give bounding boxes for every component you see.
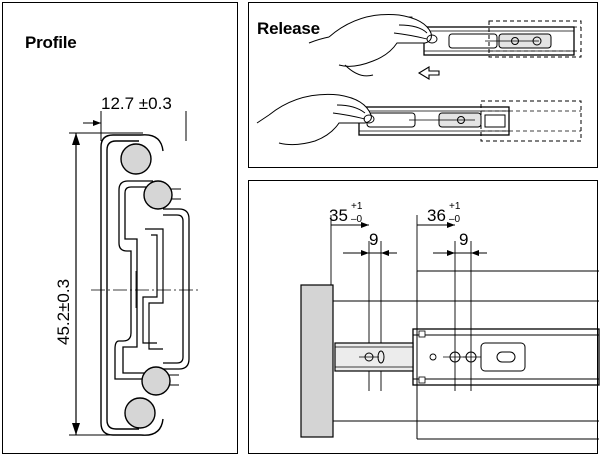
profile-height-dimension: 45.2±0.3 [54,279,73,345]
upper-hand-illustration [308,13,438,77]
mounting-drawing: 35 +1 –0 36 +1 –0 9 9 [300,201,600,440]
release-drawing [256,13,582,146]
profile-width-dimension: 12.7 ±0.3 [101,94,172,113]
profile-drawing: 12.7 ±0.3 45.2±0.3 [54,94,201,436]
upper-slide-rail [403,16,582,58]
drawer-outline [333,270,599,440]
ball-bearing-bottom-outer [124,397,156,429]
lower-slide-rail [358,100,582,142]
ball-bearing-top-outer [120,143,152,175]
dimension-36-tol-minus: –0 [449,214,461,225]
profile-title: Profile [25,33,77,52]
release-title: Release [257,19,320,38]
profile-panel: Profile 12.7 ±0.3 45.2±0.3 [2,2,238,454]
ball-bearing-top-inner [143,180,181,210]
push-direction-arrow-icon [417,66,440,80]
mounting-hole-left-a [359,352,379,362]
hole-spacing-left-value: 9 [369,230,378,249]
ball-bearing-bottom-inner [141,366,179,396]
hole-spacing-right-value: 9 [459,230,468,249]
dimension-36: 36 +1 –0 [416,201,461,285]
lower-hand-illustration [256,93,375,146]
hole-spacing-right: 9 [433,230,487,391]
dimension-35: 35 +1 –0 [329,201,369,285]
release-panel: Release [248,2,598,168]
cabinet-panel [300,284,334,438]
mounting-panel: 35 +1 –0 36 +1 –0 9 9 [248,180,600,454]
dimension-35-tol-minus: –0 [351,214,363,225]
dimension-35-value: 35 [329,206,348,225]
mounting-hole-right-b [463,351,481,363]
dimension-36-tol-plus: +1 [449,201,461,212]
dimension-35-tol-plus: +1 [351,201,363,212]
mounting-hole-left-b [377,350,385,364]
dimension-36-value: 36 [427,206,446,225]
